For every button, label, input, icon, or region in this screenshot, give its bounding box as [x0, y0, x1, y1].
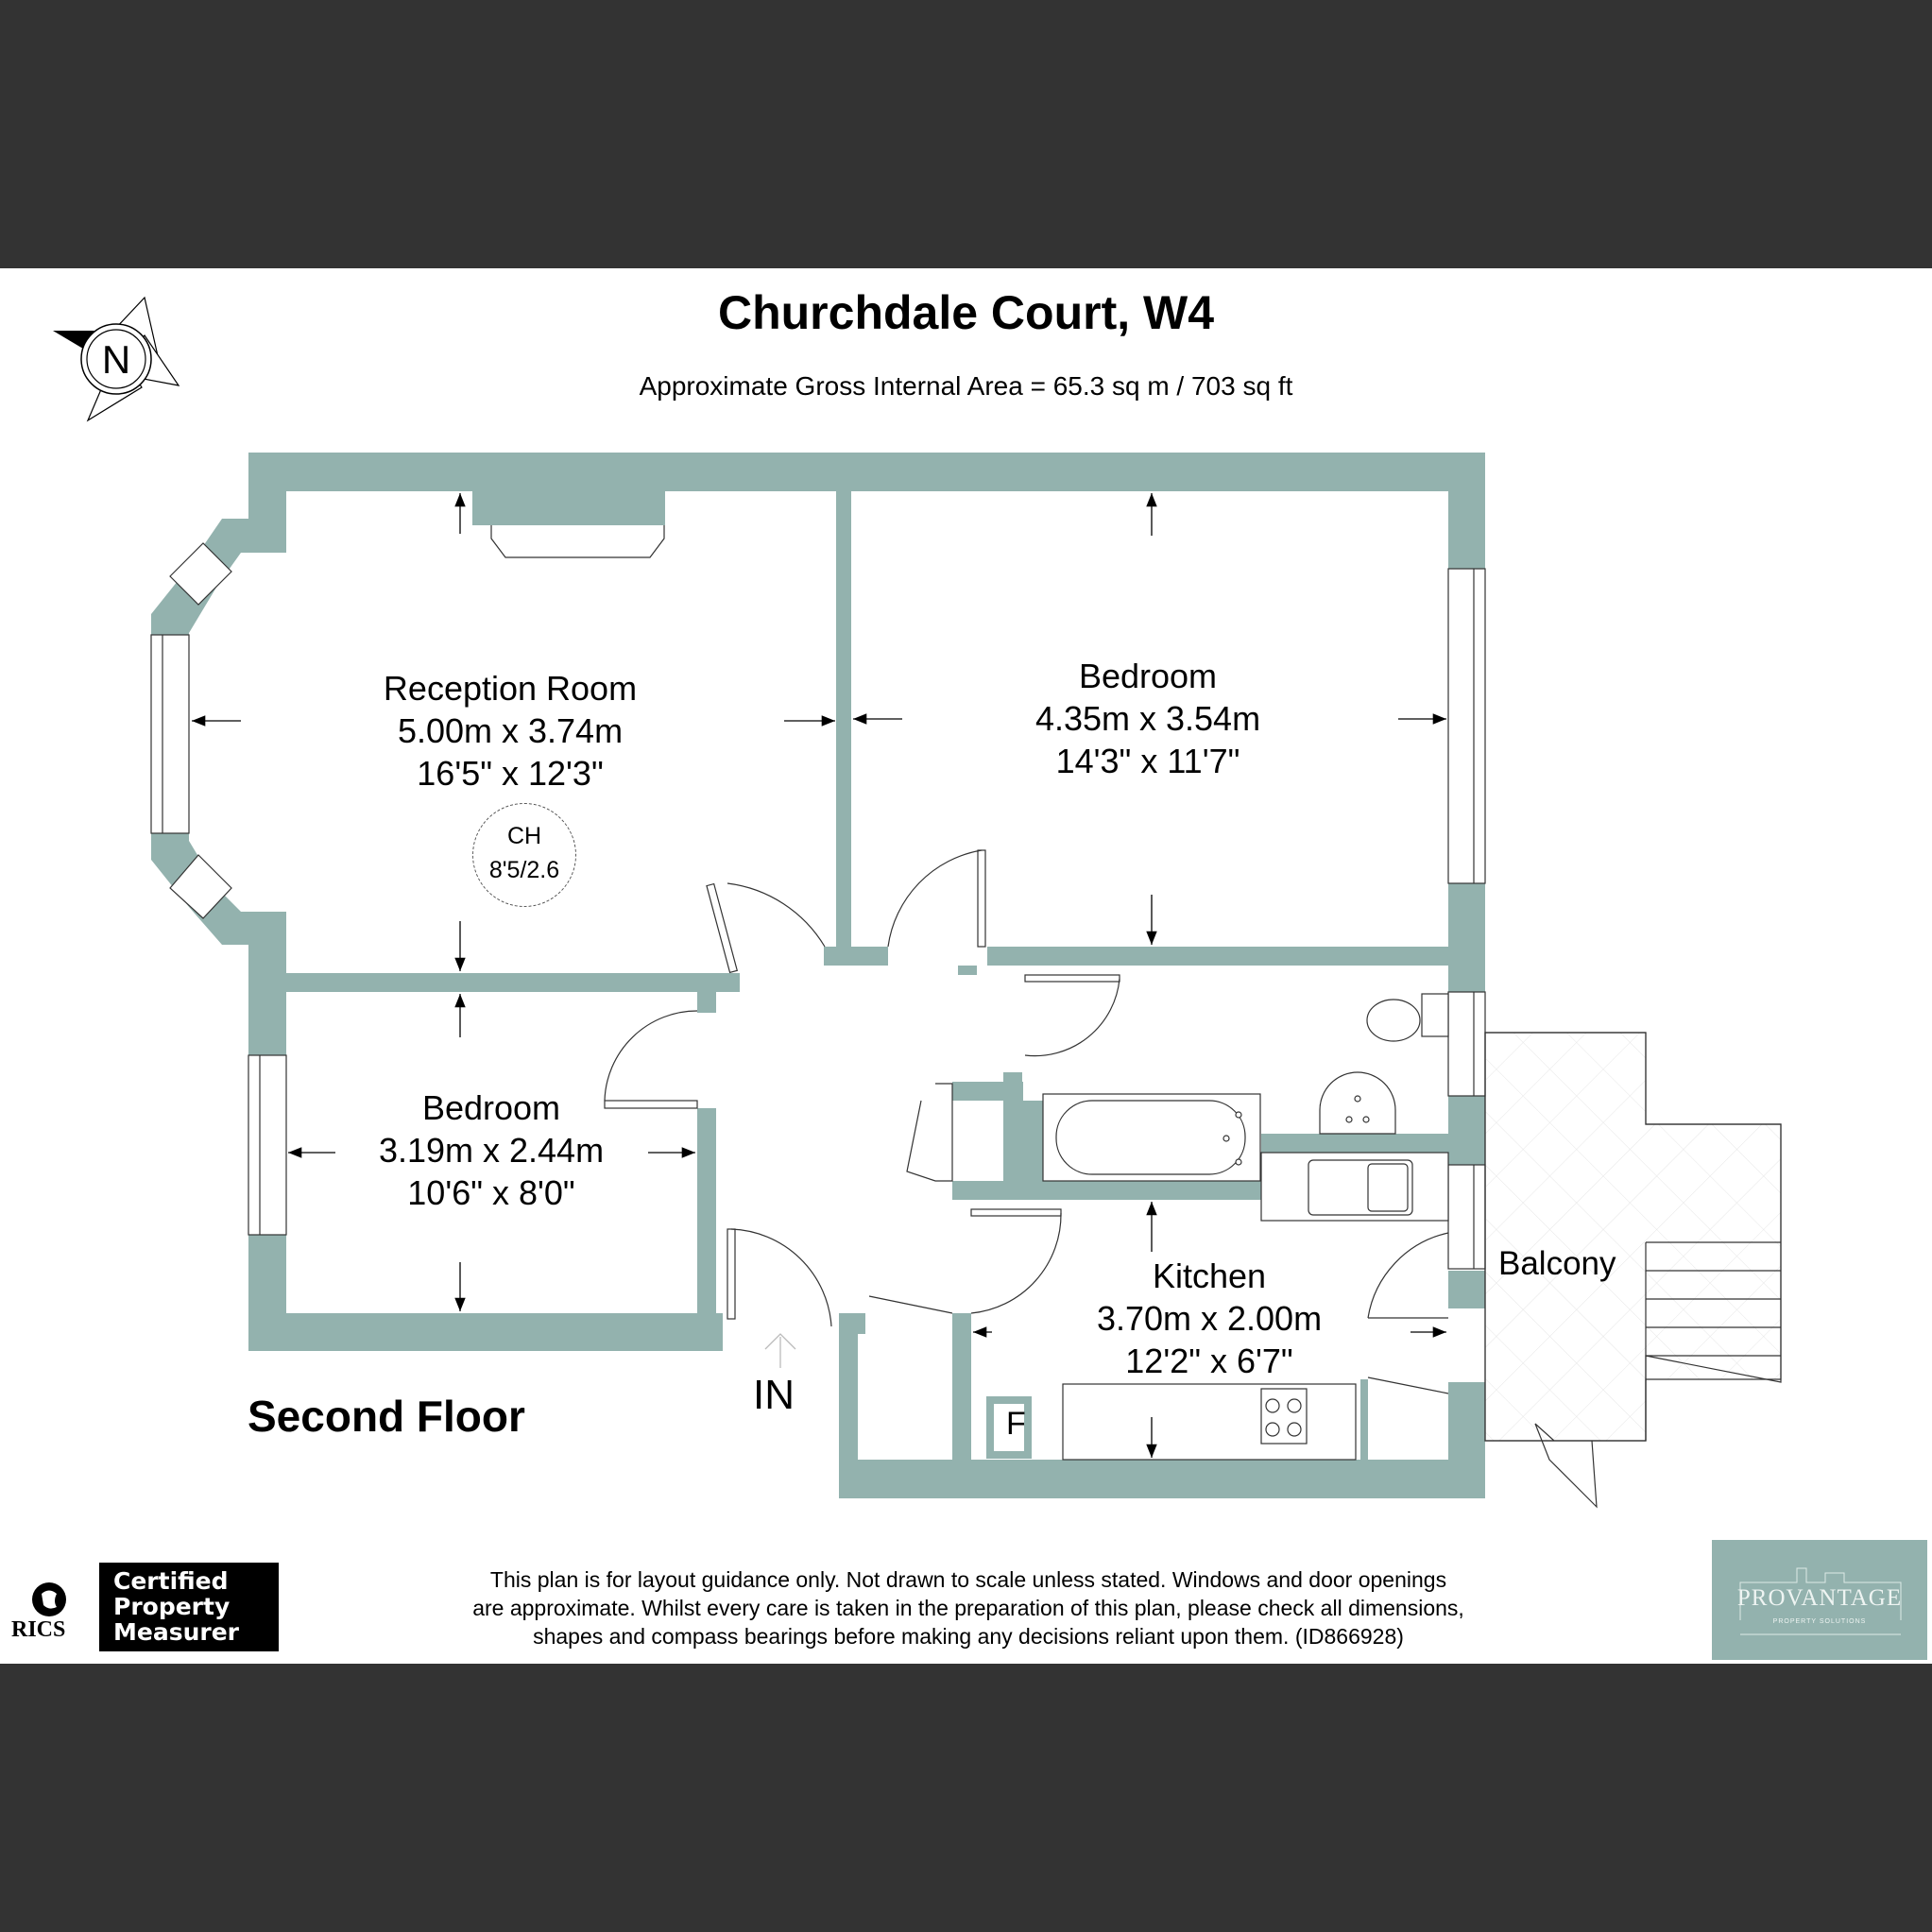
room-name: Kitchen — [1152, 1257, 1267, 1295]
top-band — [0, 0, 1932, 268]
svg-text:N: N — [102, 337, 130, 382]
certified-property-measurer-badge: Certified Property Measurer — [99, 1563, 279, 1651]
room-metric: 4.35m x 3.54m — [1034, 699, 1261, 738]
room-imperial: 14'3" x 11'7" — [1055, 742, 1240, 780]
room-metric: 3.70m x 2.00m — [1096, 1299, 1323, 1338]
cert-line: Measurer — [113, 1618, 239, 1646]
doors — [604, 849, 1449, 1394]
disclaimer-line: are approximate. Whilst every care is ta… — [472, 1596, 1464, 1620]
disclaimer-line: This plan is for layout guidance only. N… — [489, 1567, 1447, 1592]
room-imperial: 10'6" x 8'0" — [407, 1173, 575, 1212]
room-balcony: Balcony — [1498, 1245, 1616, 1282]
walls — [151, 453, 1485, 1498]
balcony — [1484, 1032, 1782, 1509]
fixtures — [1042, 993, 1449, 1461]
gross-internal-area: Approximate Gross Internal Area = 65.3 s… — [639, 371, 1293, 401]
room-imperial: 16'5" x 12'3" — [417, 754, 604, 793]
provantage-logo: PROVANTAGE PROPERTY SOLUTIONS — [1712, 1540, 1927, 1660]
compass-north-icon: N — [53, 296, 180, 422]
entrance-label: IN — [753, 1372, 795, 1418]
bottom-band — [0, 1664, 1932, 1932]
brand-sub: PROPERTY SOLUTIONS — [1772, 1618, 1867, 1625]
room-metric: 5.00m x 3.74m — [397, 711, 624, 750]
cert-line: Property — [113, 1593, 231, 1620]
cert-line: Certified — [113, 1567, 229, 1595]
building-outline-icon — [1739, 1567, 1902, 1635]
rics-label: RICS — [11, 1617, 66, 1642]
room-name: Bedroom — [421, 1088, 561, 1127]
room-kitchen: Kitchen 3.70m x 2.00m 12'2" x 6'7" — [1020, 1255, 1398, 1382]
room-name: Reception Room — [383, 669, 638, 708]
room-name: Bedroom — [1078, 657, 1218, 695]
brand-name: PROVANTAGE — [1736, 1585, 1903, 1611]
ceiling-height-badge: CH 8'5/2.6 — [472, 803, 576, 907]
entrance-arrow-icon — [764, 1333, 796, 1368]
dimension-arrows — [192, 493, 1446, 1458]
ceiling-height-value: 8'5/2.6 — [488, 857, 560, 883]
windows — [150, 542, 1486, 1270]
room-reception: Reception Room 5.00m x 3.74m 16'5" x 12'… — [321, 667, 699, 795]
room-metric: 3.19m x 2.44m — [378, 1131, 605, 1170]
rics-lion-icon — [32, 1582, 66, 1616]
disclaimer: This plan is for layout guidance only. N… — [416, 1565, 1521, 1650]
ceiling-height-label: CH — [506, 823, 542, 849]
disclaimer-line: shapes and compass bearings before makin… — [533, 1624, 1404, 1649]
room-imperial: 12'2" x 6'7" — [1125, 1342, 1293, 1380]
floor-label: Second Floor — [248, 1392, 525, 1441]
fridge-label: F — [1006, 1406, 1026, 1442]
room-bedroom-1: Bedroom 4.35m x 3.54m 14'3" x 11'7" — [959, 655, 1337, 782]
plan-title: Churchdale Court, W4 — [717, 286, 1215, 339]
room-bedroom-2: Bedroom 3.19m x 2.44m 10'6" x 8'0" — [302, 1086, 680, 1214]
